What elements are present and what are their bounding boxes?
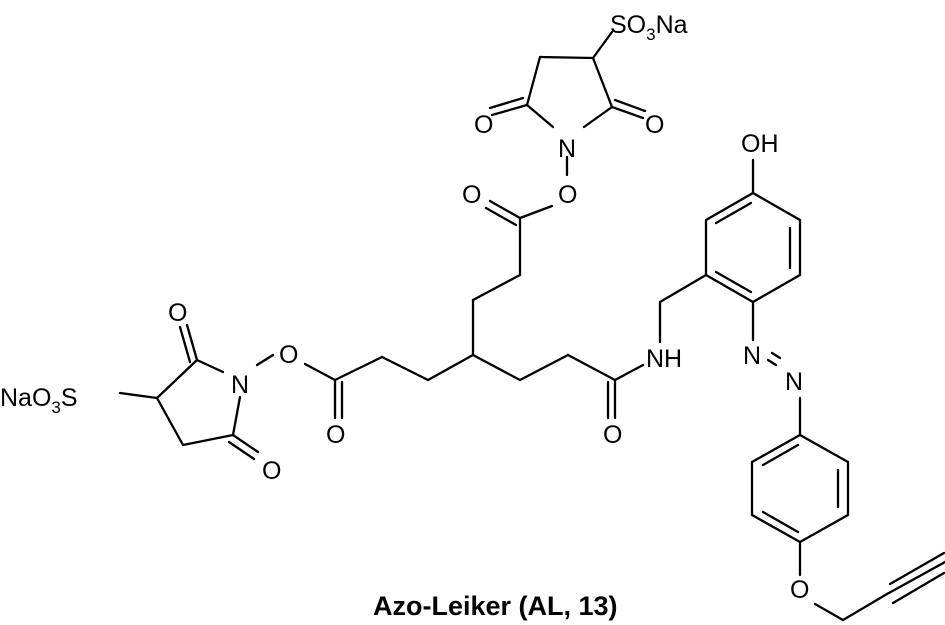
sulfonate-top-label: SO3Na <box>610 11 688 44</box>
hydroxyl-label: OH <box>741 130 779 158</box>
oxygen-label: O <box>462 181 481 209</box>
oxygen-label: O <box>262 457 281 485</box>
amine-label: NH <box>646 345 682 373</box>
oxygen-label: O <box>279 341 298 369</box>
sulfonate-left-label: NaO3S <box>0 384 78 417</box>
oxygen-label: O <box>645 111 664 139</box>
oxygen-label: O <box>326 421 345 449</box>
oxygen-label: O <box>168 299 187 327</box>
atom-labels: SO3Na O O N O O O N O O O NaO3S O NH OH … <box>0 11 809 604</box>
oxygen-label: O <box>558 181 577 209</box>
compound-title: Azo-Leiker (AL, 13) <box>373 591 618 621</box>
nitrogen-label: N <box>743 342 761 370</box>
oxygen-label: O <box>603 421 622 449</box>
nitrogen-label: N <box>785 368 803 396</box>
oxygen-label: O <box>474 111 493 139</box>
oxygen-label: O <box>790 576 809 604</box>
nitrogen-label: N <box>231 371 249 399</box>
bonds <box>118 30 945 622</box>
nitrogen-label: N <box>558 135 576 163</box>
